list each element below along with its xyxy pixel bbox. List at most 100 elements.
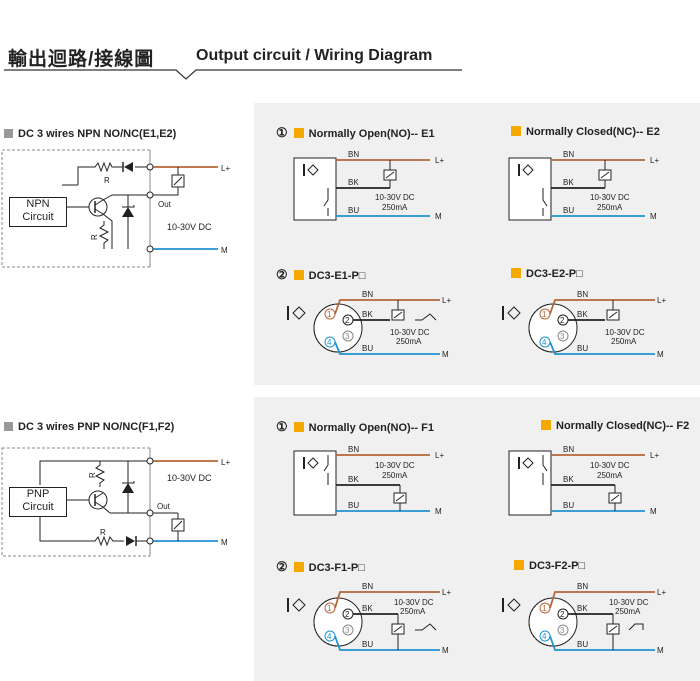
svg-text:3: 3 <box>560 332 565 341</box>
bullet-square-icon <box>514 560 524 570</box>
bu-label: BU <box>348 206 359 215</box>
npn-no-wiring: BN BK BU L+ M 10-30V DC 250mA <box>293 150 444 221</box>
svg-text:10-30V DC: 10-30V DC <box>609 598 649 607</box>
bullet-square-icon <box>4 422 13 431</box>
m-label: M <box>435 212 442 221</box>
m-label: M <box>221 538 228 547</box>
current-label: 250mA <box>597 203 623 212</box>
page-title-en: Output circuit / Wiring Diagram <box>196 47 433 64</box>
svg-text:10-30V DC: 10-30V DC <box>375 461 415 470</box>
svg-text:10-30V DC: 10-30V DC <box>590 461 630 470</box>
npn-nc-label: Normally Closed(NC)-- E2 <box>511 126 660 138</box>
svg-text:3: 3 <box>560 626 565 635</box>
svg-text:BK: BK <box>348 475 359 484</box>
title-underline <box>4 69 462 80</box>
page-title-zh: 輸出迴路/接線圖 <box>8 49 155 70</box>
bn-label: BN <box>348 150 359 159</box>
bn-label: BN <box>563 150 574 159</box>
r-label: R <box>88 472 97 478</box>
svg-text:BU: BU <box>348 501 359 510</box>
svg-text:BK: BK <box>362 604 373 613</box>
svg-text:250mA: 250mA <box>382 471 408 480</box>
npn-circuit-diagram: L+ M Out R R 10-30V DC <box>1 149 230 268</box>
pnp-section-title: DC 3 wires PNP NO/NC(F1,F2) <box>4 421 174 433</box>
lplus-label: L+ <box>221 458 230 467</box>
svg-text:BK: BK <box>577 604 588 613</box>
svg-text:3: 3 <box>345 332 350 341</box>
svg-text:1: 1 <box>542 604 547 613</box>
svg-text:M: M <box>650 507 657 516</box>
lplus-label: L+ <box>650 156 659 165</box>
voltage-label: 10-30V DC <box>590 193 630 202</box>
svg-text:BN: BN <box>577 582 588 591</box>
svg-text:M: M <box>442 350 449 359</box>
svg-text:1: 1 <box>327 310 332 319</box>
svg-text:250mA: 250mA <box>597 471 623 480</box>
svg-text:250mA: 250mA <box>615 607 641 616</box>
bullet-square-icon <box>293 562 304 572</box>
voltage-label: 10-30V DC <box>167 222 212 232</box>
svg-text:BU: BU <box>577 640 588 649</box>
bk-label: BK <box>563 178 574 187</box>
svg-text:2: 2 <box>345 316 350 325</box>
svg-text:10-30V DC: 10-30V DC <box>390 328 430 337</box>
bk-label: BK <box>348 178 359 187</box>
svg-text:BN: BN <box>563 445 574 454</box>
svg-text:L+: L+ <box>657 588 666 597</box>
svg-text:4: 4 <box>542 632 547 641</box>
svg-text:250mA: 250mA <box>400 607 426 616</box>
bullet-square-icon <box>541 420 551 430</box>
svg-text:M: M <box>657 350 664 359</box>
pnp-circuit-box: PNP Circuit <box>9 487 67 517</box>
pnp-nc-label: Normally Closed(NC)-- F2 <box>541 420 689 432</box>
svg-text:10-30V DC: 10-30V DC <box>394 598 434 607</box>
current-label: 250mA <box>382 203 408 212</box>
svg-text:M: M <box>657 646 664 655</box>
pnp-circuit-diagram: L+ M Out R R 10-30V DC <box>1 447 230 557</box>
svg-text:M: M <box>435 507 442 516</box>
svg-text:L+: L+ <box>442 296 451 305</box>
svg-text:BN: BN <box>362 290 373 299</box>
bullet-square-icon <box>511 268 521 278</box>
svg-text:10-30V DC: 10-30V DC <box>605 328 645 337</box>
voltage-label: 10-30V DC <box>167 473 212 483</box>
m-label: M <box>650 212 657 221</box>
pnp-connector-no: 1 2 3 4 BN BK BU L+ M 10-30V DC 250mA <box>287 582 451 655</box>
svg-text:2: 2 <box>560 610 565 619</box>
lplus-label: L+ <box>221 164 230 173</box>
m-label: M <box>221 246 228 255</box>
npn-section-title: DC 3 wires NPN NO/NC(E1,E2) <box>4 128 176 140</box>
svg-text:L+: L+ <box>650 451 659 460</box>
svg-text:BN: BN <box>362 582 373 591</box>
svg-text:BN: BN <box>348 445 359 454</box>
svg-text:250mA: 250mA <box>611 337 637 346</box>
svg-text:4: 4 <box>327 338 332 347</box>
svg-text:BU: BU <box>577 344 588 353</box>
svg-text:L+: L+ <box>657 296 666 305</box>
svg-text:BK: BK <box>577 310 588 319</box>
svg-text:250mA: 250mA <box>396 337 422 346</box>
pnp-nc-wiring: BN BK BU L+ M 10-30V DC 250mA <box>508 445 659 516</box>
svg-text:1: 1 <box>327 604 332 613</box>
bullet-square-icon <box>293 270 304 280</box>
npn-conn-nc-label: DC3-E2-P□ <box>511 268 583 280</box>
svg-text:2: 2 <box>345 610 350 619</box>
svg-text:3: 3 <box>345 626 350 635</box>
pnp-connector-nc: 1 2 3 4 BN BK BU L+ M 10-30V DC 250mA <box>502 582 666 655</box>
svg-text:L+: L+ <box>435 451 444 460</box>
pnp-conn-nc-label: DC3-F2-P□ <box>514 560 585 572</box>
svg-text:4: 4 <box>542 338 547 347</box>
svg-text:4: 4 <box>327 632 332 641</box>
npn-circuit-box: NPN Circuit <box>9 197 67 227</box>
r-label: R <box>100 528 106 537</box>
out-label: Out <box>157 502 171 511</box>
svg-text:2: 2 <box>560 316 565 325</box>
bullet-square-icon <box>293 128 304 138</box>
svg-text:1: 1 <box>542 310 547 319</box>
svg-text:BN: BN <box>577 290 588 299</box>
svg-text:M: M <box>442 646 449 655</box>
svg-text:BU: BU <box>362 344 373 353</box>
